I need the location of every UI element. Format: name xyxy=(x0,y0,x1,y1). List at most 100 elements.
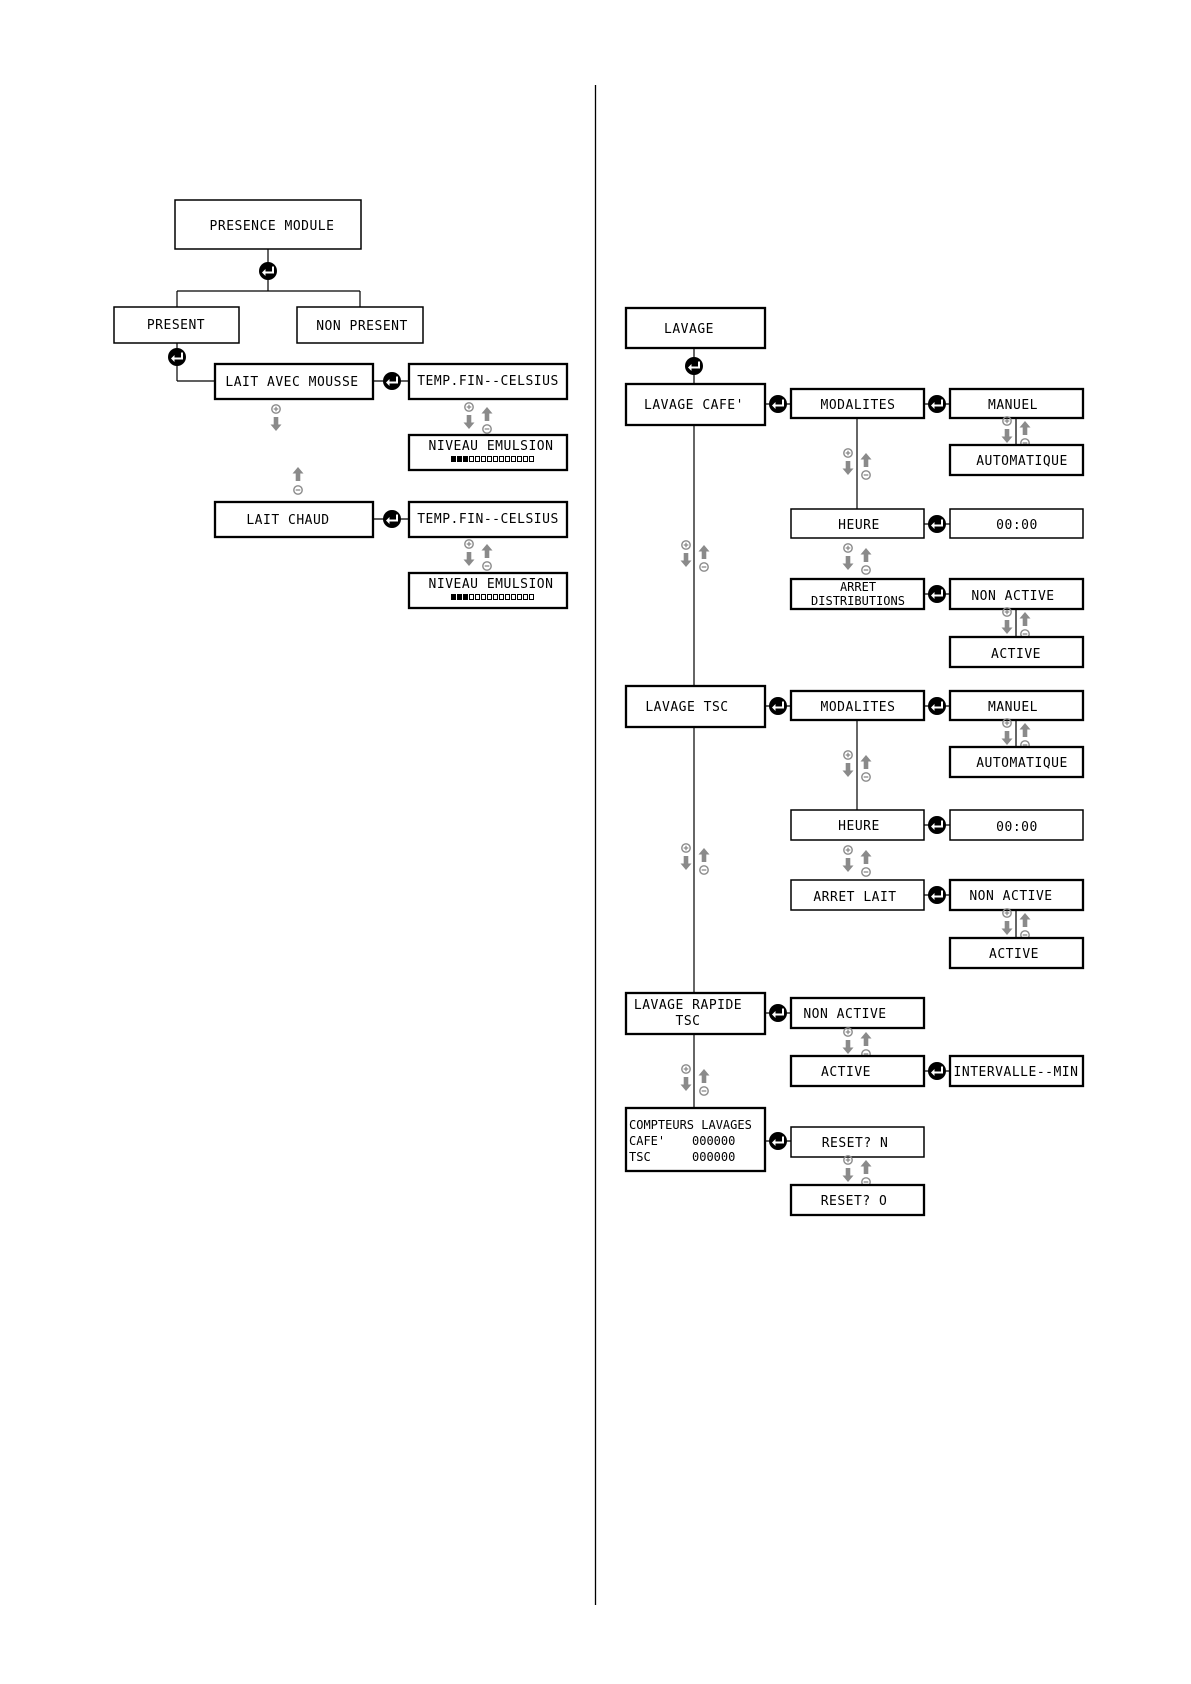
box-active-1 xyxy=(948,635,1085,669)
box-heure-1 xyxy=(790,508,925,539)
right-diagram: LAVAGE LAVAGE CAFE' MODALITES MANUEL AUT… xyxy=(624,306,1085,1217)
nav-plus-minus-icon xyxy=(681,844,710,874)
enter-key-icon xyxy=(927,885,947,905)
label-heure-1: HEURE xyxy=(838,518,880,533)
box-arret-lait xyxy=(790,879,925,911)
label-active-1: ACTIVE xyxy=(991,647,1041,662)
label-lavage-tsc: LAVAGE TSC xyxy=(645,700,728,715)
box-intervalle-min xyxy=(948,1054,1085,1088)
box-niveau-emulsion-2 xyxy=(407,571,569,610)
label-automatique-1: AUTOMATIQUE xyxy=(976,454,1068,469)
box-non-active-1 xyxy=(948,577,1085,611)
arrow-up-icon xyxy=(292,467,304,481)
label-presence-module: PRESENCE MODULE xyxy=(210,219,335,234)
box-non-active-2 xyxy=(948,878,1085,912)
box-compteurs-lavages xyxy=(624,1106,767,1173)
label-present: PRESENT xyxy=(147,318,205,333)
label-reset-n: RESET? N xyxy=(822,1136,889,1151)
label-lavage-rapide-1: LAVAGE RAPIDE xyxy=(634,998,742,1013)
box-temp-fin-celsius-1 xyxy=(407,362,569,401)
label-lait-chaud: LAIT CHAUD xyxy=(246,513,329,528)
box-active-2 xyxy=(948,936,1085,970)
label-lavage: LAVAGE xyxy=(664,322,714,337)
box-reset-n xyxy=(790,1126,925,1158)
label-temp-fin-celsius-2: TEMP.FIN--CELSIUS xyxy=(417,512,559,527)
enter-key-icon xyxy=(258,261,278,281)
label-manuel-2: MANUEL xyxy=(988,700,1038,715)
box-temp-fin-celsius-2 xyxy=(407,500,569,539)
label-reset-o: RESET? O xyxy=(821,1194,888,1209)
label-modalites-2: MODALITES xyxy=(821,700,896,715)
label-arret-distributions-2: DISTRIBUTIONS xyxy=(811,594,905,608)
nav-plus-minus-icon xyxy=(843,846,872,876)
nav-plus-minus-icon xyxy=(681,1065,710,1095)
enter-key-icon xyxy=(927,394,947,414)
label-compteurs-tsc: TSC xyxy=(629,1150,651,1164)
box-modalites-1 xyxy=(789,387,926,420)
box-reset-o xyxy=(789,1183,926,1217)
enter-key-icon xyxy=(167,347,187,367)
box-non-present xyxy=(296,306,424,344)
nav-plus-minus-icon xyxy=(843,544,872,574)
enter-key-icon xyxy=(927,815,947,835)
label-non-active-2: NON ACTIVE xyxy=(969,889,1052,904)
nav-plus-minus-icon xyxy=(464,540,493,570)
minus-circle-icon xyxy=(293,485,303,495)
label-active-2: ACTIVE xyxy=(989,947,1039,962)
enter-key-icon xyxy=(382,371,402,391)
nav-plus-minus-icon xyxy=(843,1028,872,1058)
left-diagram: PRESENCE MODULE PRESENT NON PRESENT LAIT… xyxy=(113,199,569,610)
label-arret-lait: ARRET LAIT xyxy=(813,890,896,905)
box-lavage-cafe xyxy=(624,382,767,427)
label-temp-fin-celsius-1: TEMP.FIN--CELSIUS xyxy=(417,374,559,389)
value-compteurs-cafe: 000000 xyxy=(692,1134,735,1148)
box-automatique-1 xyxy=(948,443,1085,477)
label-niveau-emulsion-2: NIVEAU EMULSION xyxy=(429,577,554,592)
enter-key-icon xyxy=(768,696,788,716)
box-heure-2 xyxy=(790,809,925,841)
enter-key-icon xyxy=(768,394,788,414)
value-compteurs-tsc: 000000 xyxy=(692,1150,735,1164)
label-compteurs-1: COMPTEURS LAVAGES xyxy=(629,1118,752,1132)
box-lavage xyxy=(624,306,767,350)
enter-key-icon xyxy=(927,514,947,534)
box-lavage-rapide-tsc xyxy=(624,991,767,1036)
label-non-active-3: NON ACTIVE xyxy=(803,1007,886,1022)
arrow-down-icon xyxy=(270,417,282,431)
box-lait-chaud xyxy=(213,500,375,539)
label-time-1: 00:00 xyxy=(996,518,1038,533)
box-niveau-emulsion-1 xyxy=(407,433,569,472)
enter-key-icon xyxy=(768,1131,788,1151)
label-automatique-2: AUTOMATIQUE xyxy=(976,756,1068,771)
nav-plus-minus-icon xyxy=(464,403,493,433)
nav-plus-minus-icon xyxy=(681,541,710,571)
box-automatique-2 xyxy=(948,745,1085,779)
enter-key-icon xyxy=(382,509,402,529)
nav-plus-minus-icon xyxy=(843,1156,872,1186)
enter-key-icon xyxy=(927,1061,947,1081)
label-compteurs-cafe: CAFE' xyxy=(629,1134,665,1148)
label-lavage-cafe: LAVAGE CAFE' xyxy=(644,398,744,413)
label-non-present: NON PRESENT xyxy=(316,319,408,334)
label-time-2: 00:00 xyxy=(996,820,1038,835)
enter-key-icon xyxy=(684,356,704,376)
label-active-3: ACTIVE xyxy=(821,1065,871,1080)
box-time-1 xyxy=(949,508,1084,539)
label-lavage-rapide-2: TSC xyxy=(676,1014,701,1029)
enter-key-icon xyxy=(927,584,947,604)
box-lait-avec-mousse xyxy=(213,362,375,401)
label-heure-2: HEURE xyxy=(838,819,880,834)
label-modalites-1: MODALITES xyxy=(821,398,896,413)
label-manuel-1: MANUEL xyxy=(988,398,1038,413)
enter-key-icon xyxy=(927,696,947,716)
plus-circle-icon xyxy=(271,404,281,414)
box-time-2 xyxy=(949,809,1084,841)
box-non-active-3 xyxy=(789,996,926,1030)
label-non-active-1: NON ACTIVE xyxy=(971,589,1054,604)
label-niveau-emulsion-1: NIVEAU EMULSION xyxy=(429,439,554,454)
box-lavage-tsc xyxy=(624,684,767,729)
label-arret-distributions-1: ARRET xyxy=(840,580,876,594)
label-lait-avec-mousse: LAIT AVEC MOUSSE xyxy=(225,375,358,390)
label-intervalle-min: INTERVALLE--MIN xyxy=(954,1065,1079,1080)
